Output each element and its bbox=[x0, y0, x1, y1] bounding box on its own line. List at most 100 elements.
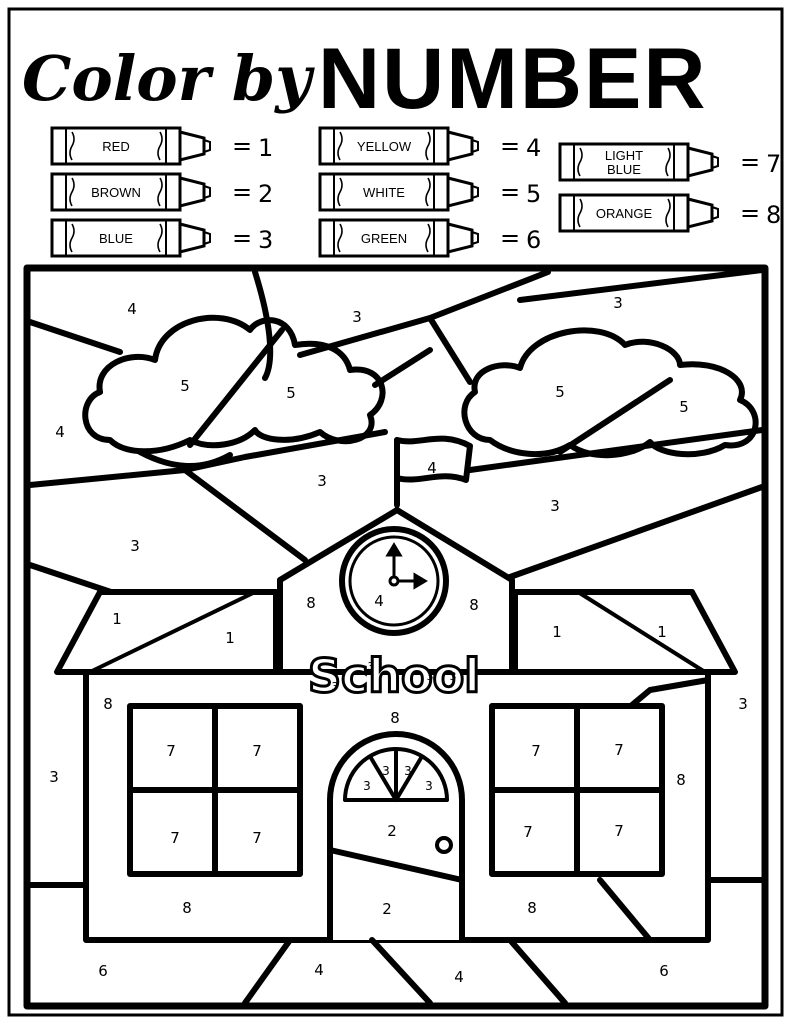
roof-right bbox=[512, 589, 738, 675]
sun-arc bbox=[252, 269, 274, 381]
region-number: 4 bbox=[427, 459, 437, 477]
region-number: 7 bbox=[531, 742, 541, 760]
region-numbers: 4 3 3 4 5 5 5 5 4 3 3 3 4 8 8 1 1 1 1 3 … bbox=[49, 294, 748, 986]
region-number: 3 bbox=[352, 308, 362, 326]
region-number: 2 bbox=[387, 822, 397, 840]
crayon-label: GREEN bbox=[361, 231, 407, 246]
path bbox=[242, 937, 568, 1006]
page-border bbox=[7, 7, 784, 1017]
window-left-cross bbox=[127, 703, 303, 877]
crayon-label: BROWN bbox=[91, 185, 141, 200]
region-number: 8 bbox=[103, 695, 113, 713]
region-number: 8 bbox=[676, 771, 686, 789]
key-entry: WHITE=5 bbox=[318, 172, 541, 212]
region-number: 3 bbox=[363, 779, 371, 793]
clock-hands bbox=[385, 542, 428, 590]
key-entry: YELLOW =4 bbox=[318, 126, 541, 166]
region-number: 8 bbox=[306, 594, 316, 612]
key-entry: BROWN =2 bbox=[50, 172, 273, 212]
crayon-label-line2: BLUE bbox=[607, 162, 641, 177]
region-number: 4 bbox=[314, 961, 324, 979]
region-number: 1 bbox=[112, 610, 122, 628]
region-number: 3 bbox=[404, 764, 412, 778]
equals-sign: = bbox=[740, 199, 760, 227]
door-split bbox=[327, 847, 465, 883]
crayon-label: YELLOW bbox=[357, 139, 412, 154]
cloud-1-split bbox=[187, 327, 285, 448]
cloud-2 bbox=[461, 327, 759, 459]
crayon-label: BLUE bbox=[99, 231, 133, 246]
hill-line-right-2 bbox=[467, 427, 765, 473]
wall-bottom-diag bbox=[597, 877, 653, 943]
hill-line-mid bbox=[182, 429, 388, 473]
door-fanlight bbox=[343, 747, 449, 802]
key-entry: RED =1 bbox=[50, 126, 273, 166]
region-number: 3 bbox=[550, 497, 560, 515]
region-number: 3 bbox=[317, 472, 327, 490]
region-number: 7 bbox=[523, 823, 533, 841]
crayon-label-line1: LIGHT bbox=[605, 148, 643, 163]
region-number: 3 bbox=[425, 779, 433, 793]
equals-sign: = bbox=[232, 178, 252, 206]
region-number: 4 bbox=[374, 592, 384, 610]
region-number: 3 bbox=[332, 680, 339, 693]
region-number: 3 bbox=[49, 768, 59, 786]
key-entry: GREEN =6 bbox=[318, 218, 541, 258]
key-number: 2 bbox=[258, 180, 273, 208]
title-script: Color by bbox=[22, 42, 315, 115]
crayon-tip bbox=[178, 222, 206, 254]
region-number: 2 bbox=[382, 900, 392, 918]
equals-sign: = bbox=[500, 178, 520, 206]
equals-sign: = bbox=[500, 132, 520, 160]
equals-sign: = bbox=[740, 148, 760, 176]
region-number: 4 bbox=[127, 300, 137, 318]
roof-left-split bbox=[88, 590, 257, 674]
door-fanlight-spokes bbox=[369, 750, 423, 802]
key-number: 6 bbox=[526, 226, 541, 254]
region-number: 7 bbox=[614, 822, 624, 840]
crayon-label: ORANGE bbox=[596, 206, 653, 221]
crayon-tip bbox=[446, 222, 474, 254]
door-knob bbox=[435, 836, 453, 854]
crayon-tip bbox=[686, 197, 714, 229]
region-number: 3 bbox=[450, 670, 457, 683]
picture bbox=[23, 264, 769, 1010]
region-number: 1 bbox=[552, 623, 562, 641]
region-number: 3 bbox=[382, 764, 390, 778]
crayon-tip bbox=[446, 130, 474, 162]
region-number: 6 bbox=[659, 962, 669, 980]
title-bold: NUMBER bbox=[318, 31, 707, 127]
crayon-label: WHITE bbox=[363, 185, 405, 200]
key-number: 1 bbox=[258, 134, 273, 162]
cloud-2-split bbox=[557, 377, 673, 455]
crayon-key: RED=1BROWN=2BLUE=3YELLOW=4WHITE=5GREEN=6… bbox=[50, 126, 781, 258]
window-right-cross bbox=[489, 703, 665, 877]
sky-line-3 bbox=[427, 315, 473, 385]
region-number: 5 bbox=[180, 377, 190, 395]
region-number: 3 bbox=[368, 660, 375, 673]
sky-line-1 bbox=[27, 319, 123, 355]
flag bbox=[394, 435, 473, 483]
region-number: 3 bbox=[130, 537, 140, 555]
crayon-label: RED bbox=[102, 139, 129, 154]
region-number: 4 bbox=[55, 423, 65, 441]
region-number: 8 bbox=[390, 709, 400, 727]
sky-line-5 bbox=[517, 267, 765, 303]
key-entry: BLUE=3 bbox=[50, 218, 273, 258]
region-number: 5 bbox=[555, 383, 565, 401]
crayon-tip bbox=[686, 146, 714, 178]
region-number: 7 bbox=[170, 829, 180, 847]
clock-inner bbox=[348, 535, 440, 627]
key-number: 4 bbox=[526, 134, 541, 162]
roof-right-split bbox=[576, 590, 707, 674]
hill-line-right bbox=[507, 484, 765, 580]
school-sign: School bbox=[308, 649, 480, 703]
region-number: 3 bbox=[613, 294, 623, 312]
equals-sign: = bbox=[500, 224, 520, 252]
key-number: 8 bbox=[766, 201, 781, 229]
region-number: 6 bbox=[98, 962, 108, 980]
region-number: 7 bbox=[614, 741, 624, 759]
equals-sign: = bbox=[232, 132, 252, 160]
